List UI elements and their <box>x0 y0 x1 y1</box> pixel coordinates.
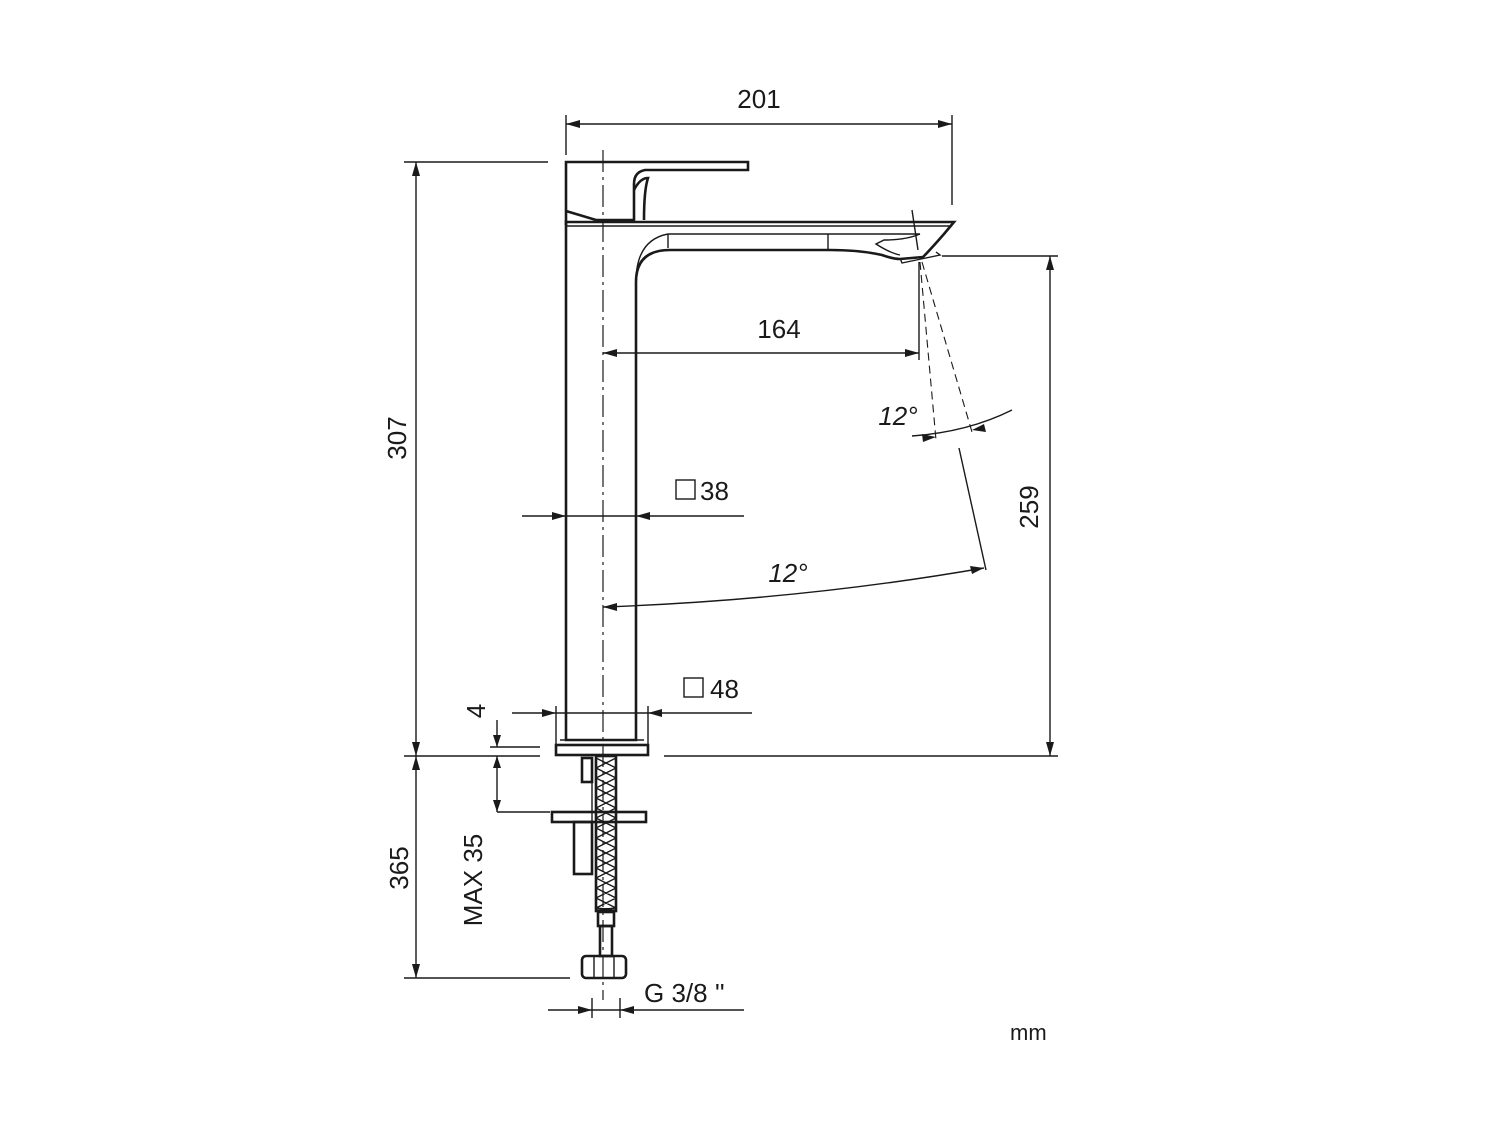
dim-hose-length: 365 <box>384 755 570 979</box>
square-section-icon <box>675 479 696 500</box>
dim-38-label: 38 <box>700 476 729 506</box>
dim-thread: G 3/8 '' <box>548 978 744 1018</box>
dim-spout-reach: 164 <box>603 262 920 360</box>
lever-swing: 12° <box>602 447 987 611</box>
dim-thread-label: G 3/8 '' <box>644 978 725 1008</box>
fixing-washer <box>550 810 648 824</box>
dim-201-label: 201 <box>737 84 780 114</box>
dim-48-label: 48 <box>710 674 739 704</box>
dim-spout-height: 259 <box>664 255 1058 757</box>
dim-4-label: 4 <box>461 704 491 718</box>
faucet-body <box>554 160 957 757</box>
dim-base-plate: 4 <box>461 704 540 812</box>
dim-365-label: 365 <box>384 846 414 889</box>
fixing-nut <box>572 820 594 876</box>
braided-hose <box>594 754 618 913</box>
dim-base-section: 48 <box>512 674 752 745</box>
fixing-rod <box>580 756 594 784</box>
dim-259-label: 259 <box>1014 485 1044 528</box>
hose-connector-nut <box>580 954 628 980</box>
dim-max35-label: MAX 35 <box>458 834 488 927</box>
dim-overall-height: 307 <box>382 161 548 756</box>
body-column <box>564 220 957 742</box>
dim-body-section: 38 <box>522 476 744 520</box>
mounting-kit <box>550 754 648 980</box>
base-plate <box>554 743 650 757</box>
dim-lever-angle-label: 12° <box>768 558 807 588</box>
dim-overall-width: 201 <box>565 84 953 205</box>
dim-164-label: 164 <box>757 314 800 344</box>
spray-cone: 12° <box>878 209 1013 442</box>
square-section-icon <box>683 677 704 698</box>
lever-handle <box>564 160 750 225</box>
hose-collar <box>596 910 616 928</box>
dim-307-label: 307 <box>382 416 412 459</box>
unit-label: mm <box>1010 1020 1047 1045</box>
dim-max-mount: MAX 35 <box>458 800 550 926</box>
dim-spray-angle-label: 12° <box>878 401 917 431</box>
